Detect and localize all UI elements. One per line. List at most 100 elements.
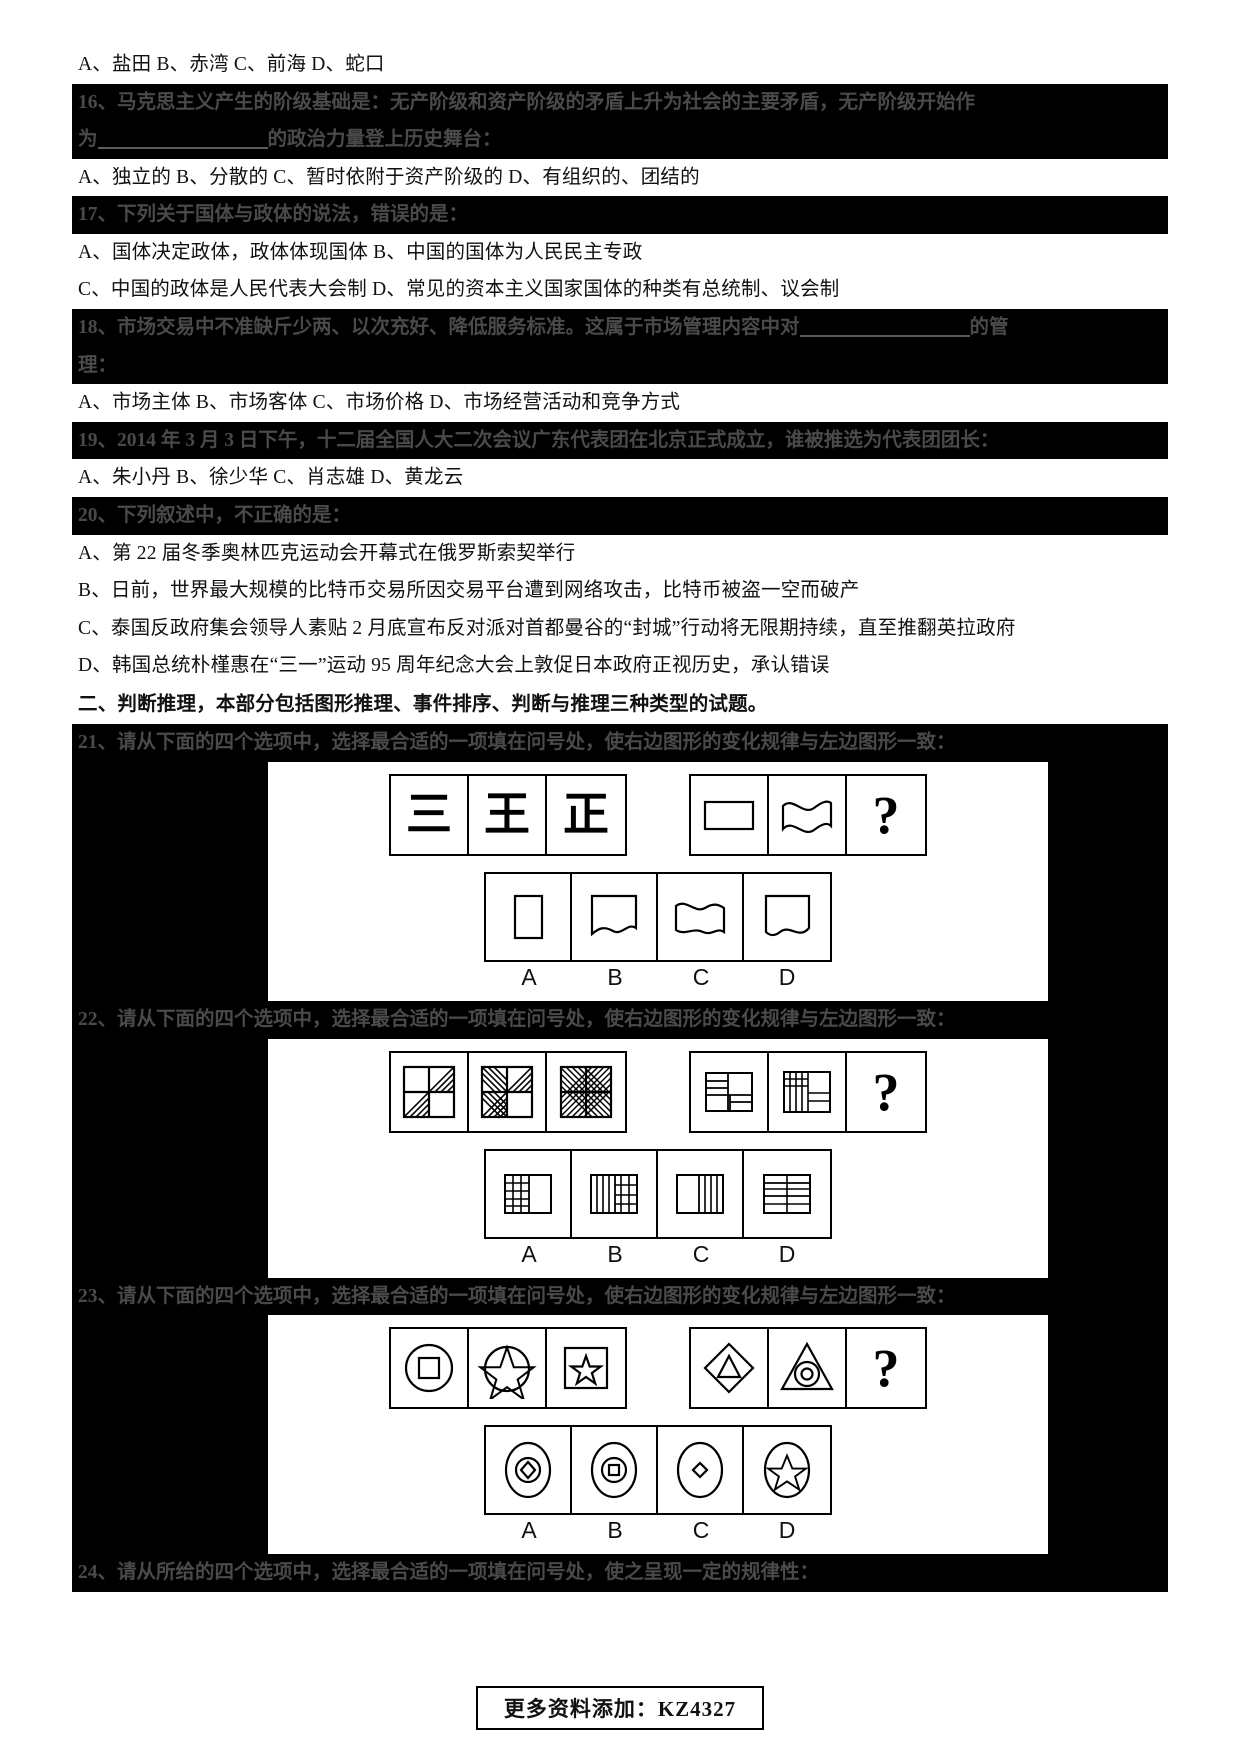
- figure-cell-diamond-triangle: [691, 1329, 769, 1408]
- figure-option-labels-22: A B C D: [268, 1241, 1048, 1268]
- option-label-a: A: [521, 1240, 537, 1267]
- figure-option-a: [486, 1150, 572, 1237]
- option-label-b: B: [607, 1240, 623, 1267]
- question-row-19: 19、2014 年 3 月 3 日下午，十二届全国人大二次会议广东代表团在北京正…: [72, 421, 1168, 460]
- question-row-20: 20、下列叙述中，不正确的是：: [72, 496, 1168, 535]
- figure-option-group: [484, 1148, 832, 1239]
- figure-option-c: [658, 1150, 744, 1237]
- figure-cell: 正: [547, 775, 625, 854]
- option-label-b: B: [607, 963, 623, 990]
- figure-option-b: [572, 873, 658, 960]
- question-mark-icon: ?: [872, 784, 900, 845]
- figure-option-a: [486, 873, 572, 960]
- question-number: 22、: [78, 1008, 118, 1030]
- figure-cell-hatch-3: [469, 1052, 547, 1131]
- figure-stem-21: 三 王 正 ?: [268, 773, 1048, 856]
- figure-option-c: [658, 873, 744, 960]
- figure-cell: 三: [391, 775, 469, 854]
- figure-cell-question-mark: ?: [847, 775, 925, 854]
- figure-group-right: ?: [689, 1050, 927, 1133]
- figure-block-23: ?: [72, 1315, 1168, 1555]
- question-number: 20、: [78, 504, 118, 526]
- figure-canvas-22: ?: [268, 1038, 1048, 1278]
- option-label-d: D: [778, 1517, 796, 1544]
- figure-cell-star-in-square: [547, 1329, 625, 1408]
- figure-cell-star-in-circle: [469, 1329, 547, 1408]
- option-label-c: C: [692, 963, 710, 990]
- han-glyph: 正: [563, 788, 609, 840]
- figure-option-b: [572, 1150, 658, 1237]
- option-line: A、独立的 B、分散的 C、暂时依附于资产阶级的 D、有组织的、团结的: [72, 158, 1168, 197]
- question-mark-icon: ?: [872, 1061, 900, 1122]
- question-text-pre: 为: [78, 129, 98, 151]
- option-line: A、国体决定政体，政体体现国体 B、中国的国体为人民民主专政: [72, 233, 1168, 272]
- figure-option-labels-23: A B C D: [268, 1517, 1048, 1544]
- question-row-16: 16、马克思主义产生的阶级基础是：无产阶级和资产阶级的矛盾上升为社会的主要矛盾，…: [72, 83, 1168, 122]
- han-glyph: 王: [484, 788, 530, 840]
- figure-canvas-23: ?: [268, 1315, 1048, 1555]
- figure-option-labels-21: A B C D: [268, 964, 1048, 991]
- question-number: 17、: [78, 204, 118, 226]
- question-text: 马克思主义产生的阶级基础是：无产阶级和资产阶级的矛盾上升为社会的主要矛盾，无产阶…: [117, 91, 976, 113]
- option-label-b: B: [607, 1517, 623, 1544]
- figure-group-left: [389, 1050, 627, 1133]
- option-line: A、朱小丹 B、徐少华 C、肖志雄 D、黄龙云: [72, 459, 1168, 497]
- question-text: 请从所给的四个选项中，选择最合适的一项填在问号处，使之呈现一定的规律性：: [117, 1562, 820, 1584]
- option-label-c: C: [692, 1240, 710, 1267]
- option-line: A、第 22 届冬季奥林匹克运动会开幕式在俄罗斯索契举行: [72, 534, 1168, 573]
- figure-group-left: 三 王 正: [389, 773, 627, 856]
- figure-cell-grid-blocks-2: [769, 1052, 847, 1131]
- figure-block-21: 三 王 正 ?: [72, 761, 1168, 1001]
- question-text: 市场交易中不准缺斤少两、以次充好、降低服务标准。这属于市场管理内容中对: [117, 317, 800, 339]
- figure-cell-grid-blocks-1: [691, 1052, 769, 1131]
- question-number: 21、: [78, 732, 118, 754]
- section-heading: 二、判断推理，本部分包括图形推理、事件排序、判断与推理三种类型的试题。: [72, 684, 1168, 725]
- figure-option-d: [744, 1150, 830, 1237]
- question-row-18-cont: 理：: [72, 346, 1168, 385]
- figure-stem-23: ?: [268, 1327, 1048, 1410]
- figure-option-a: [486, 1427, 572, 1514]
- option-line: A、盐田 B、赤湾 C、前海 D、蛇口: [72, 46, 1168, 84]
- figure-cell-hatch-2: [391, 1052, 469, 1131]
- question-row-18: 18、市场交易中不准缺斤少两、以次充好、降低服务标准。这属于市场管理内容中对的管: [72, 309, 1168, 347]
- option-line: B、日前，世界最大规模的比特币交易所因交易平台遭到网络攻击，比特币被盗一空而破产: [72, 572, 1168, 610]
- figure-canvas-21: 三 王 正 ?: [268, 761, 1048, 1001]
- figure-cell-wavy-band-icon: [769, 775, 847, 854]
- option-line: C、中国的政体是人民代表大会制 D、常见的资本主义国家国体的种类有总统制、议会制: [72, 271, 1168, 310]
- figure-cell-question-mark: ?: [847, 1329, 925, 1408]
- question-row-21: 21、请从下面的四个选项中，选择最合适的一项填在问号处，使右边图形的变化规律与左…: [72, 724, 1168, 762]
- figure-option-c: [658, 1427, 744, 1514]
- figure-options-22: [268, 1148, 1048, 1239]
- figure-cell-circle-square: [391, 1329, 469, 1408]
- han-glyph: 三: [406, 788, 452, 840]
- footer-stamp-container: 更多资料添加：KZ4327: [0, 1686, 1240, 1730]
- figure-options-21: [268, 871, 1048, 962]
- question-row-16-cont: 为的政治力量登上历史舞台：: [72, 121, 1168, 159]
- question-row-23: 23、请从下面的四个选项中，选择最合适的一项填在问号处，使右边图形的变化规律与左…: [72, 1277, 1168, 1316]
- figure-cell-rectangle-icon: [691, 775, 769, 854]
- figure-options-23: [268, 1425, 1048, 1516]
- question-number: 19、: [78, 429, 118, 451]
- figure-cell-circle-in-triangle: [769, 1329, 847, 1408]
- question-row-17: 17、下列关于国体与政体的说法，错误的是：: [72, 196, 1168, 234]
- option-label-a: A: [521, 963, 537, 990]
- option-line: C、泰国反政府集会领导人素贴 2 月底宣布反对派对首都曼谷的“封城”行动将无限期…: [72, 609, 1168, 648]
- question-text-post: 的管: [969, 317, 1009, 339]
- question-text: 请从下面的四个选项中，选择最合适的一项填在问号处，使右边图形的变化规律与左边图形…: [117, 732, 956, 754]
- figure-option-b: [572, 1427, 658, 1514]
- figure-group-right: ?: [689, 773, 927, 856]
- watermark-stamp: 更多资料添加：KZ4327: [475, 1686, 765, 1730]
- figure-option-d: [744, 1427, 830, 1514]
- figure-cell-hatch-4: [547, 1052, 625, 1131]
- question-number: 24、: [78, 1562, 118, 1584]
- figure-block-22: ?: [72, 1038, 1168, 1278]
- figure-option-d: [744, 873, 830, 960]
- question-number: 16、: [78, 91, 118, 113]
- option-label-a: A: [521, 1517, 537, 1544]
- question-text: 下列关于国体与政体的说法，错误的是：: [117, 204, 469, 226]
- figure-option-group: [484, 871, 832, 962]
- figure-option-group: [484, 1425, 832, 1516]
- question-mark-icon: ?: [872, 1338, 900, 1399]
- figure-stem-22: ?: [268, 1050, 1048, 1133]
- question-text: 下列叙述中，不正确的是：: [117, 504, 352, 526]
